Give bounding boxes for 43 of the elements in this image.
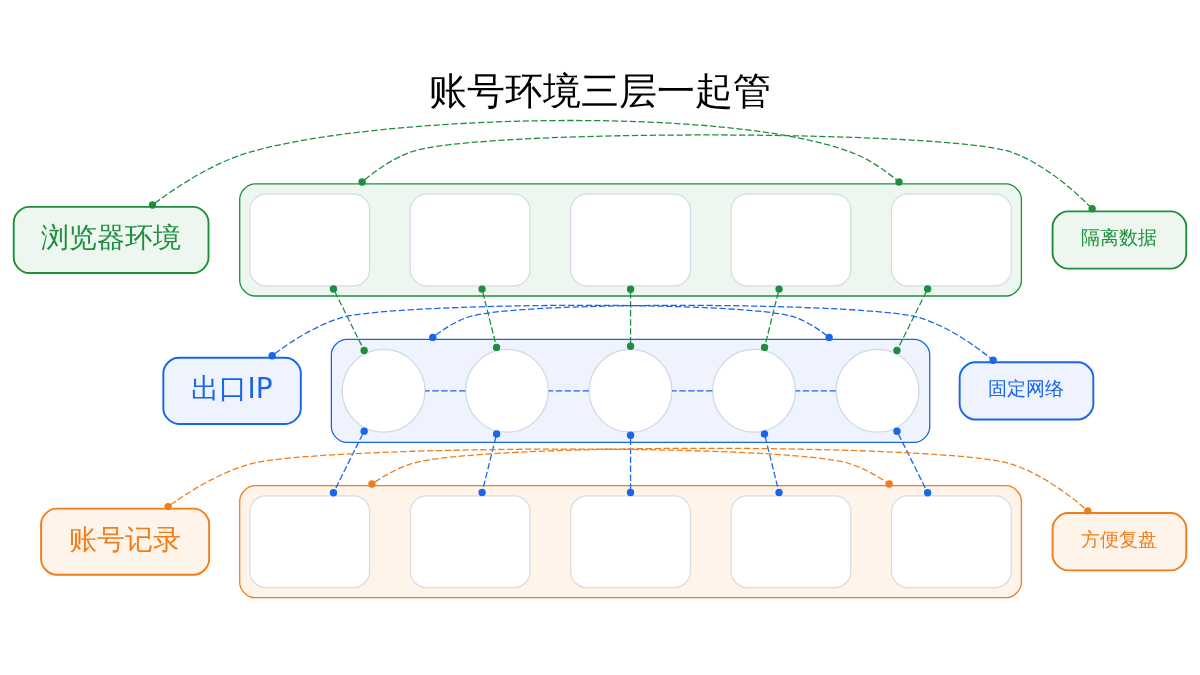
connector — [478, 284, 501, 351]
connector — [547, 389, 590, 391]
node-box — [249, 494, 371, 588]
node-circle — [588, 348, 673, 433]
node-box — [570, 494, 692, 588]
cluster — [330, 338, 931, 443]
node-box — [409, 494, 531, 588]
connector — [893, 426, 932, 496]
connector — [329, 426, 368, 496]
node-circle — [465, 348, 550, 433]
node-box — [890, 193, 1012, 286]
node-box — [570, 193, 692, 286]
node-box — [409, 193, 531, 286]
diagram-title: 账号环境三层一起管 — [429, 68, 771, 113]
connector — [760, 429, 783, 496]
connector — [424, 389, 467, 391]
connector — [148, 119, 903, 209]
cluster — [239, 182, 1023, 297]
node-box — [890, 494, 1012, 588]
connector — [358, 133, 1096, 212]
connector — [268, 304, 833, 359]
node-box: 账号记录 — [40, 507, 211, 576]
node-box — [730, 193, 852, 286]
connector — [760, 284, 783, 351]
cluster — [239, 484, 1023, 598]
node-box: 浏览器环境 — [12, 205, 210, 274]
connector — [794, 389, 837, 391]
connector — [478, 429, 501, 496]
connector — [329, 284, 368, 354]
node-box: 出口IP — [162, 356, 302, 425]
node-box — [730, 494, 852, 588]
connector — [429, 304, 997, 364]
connector — [626, 431, 635, 496]
connector — [626, 285, 635, 350]
node-box: 方便复盘 — [1051, 511, 1188, 571]
node-box: 固定网络 — [958, 360, 1095, 420]
connector — [164, 447, 893, 510]
connector — [893, 284, 932, 354]
connector — [368, 447, 1092, 515]
connector — [671, 389, 714, 391]
node-box: 隔离数据 — [1051, 209, 1188, 270]
node-circle — [712, 348, 797, 433]
node-box — [249, 193, 371, 286]
